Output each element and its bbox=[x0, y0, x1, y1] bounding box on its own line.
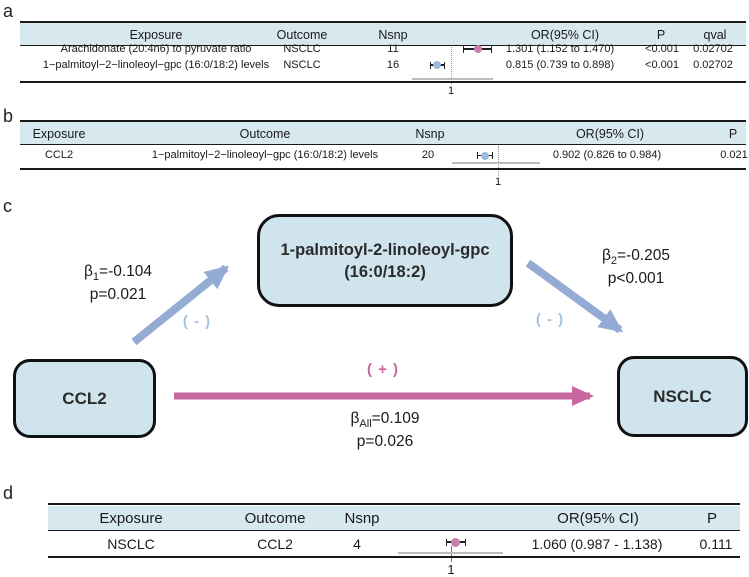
table-row: CCL2 bbox=[44, 149, 74, 161]
forest-ci-cap bbox=[476, 152, 478, 159]
forest-ci-cap bbox=[491, 45, 493, 53]
panel-d-header-band bbox=[48, 506, 740, 530]
path-b-stats: β2=-0.205 p<0.001 bbox=[602, 247, 670, 288]
path-b-arrow bbox=[525, 259, 624, 334]
exposure-node-label: CCL2 bbox=[62, 388, 107, 408]
cell-nsnp: 16 bbox=[386, 59, 400, 71]
path-a-sign: ( - ) bbox=[182, 313, 212, 330]
forest-ci-cap bbox=[445, 538, 447, 546]
exposure-node: CCL2 bbox=[13, 359, 156, 438]
table-row: 1−palmitoyl−2−linoleoyl−gpc (16:0/18:2) … bbox=[42, 59, 270, 71]
total-effect-sign: ( + ) bbox=[366, 361, 400, 378]
cell-outcome: NSCLC bbox=[283, 43, 321, 55]
table-row: NSCLC bbox=[107, 536, 155, 552]
cell-nsnp: 4 bbox=[353, 536, 361, 552]
panel-a-header-band bbox=[20, 23, 746, 45]
total-effect-stats: βAll=0.109 p=0.026 bbox=[351, 410, 420, 451]
forest-ci-cap bbox=[462, 45, 464, 53]
panel-a-header-qval: qval bbox=[703, 28, 727, 42]
panel-a-label: a bbox=[3, 1, 14, 21]
panel-b-header-nsnp: Nsnp bbox=[415, 127, 445, 141]
panel-a-reference-line bbox=[451, 47, 452, 84]
panel-a-header-or: OR(95% CI) bbox=[530, 28, 600, 42]
panel-a-bottom-rule bbox=[20, 81, 746, 83]
panel-b-header-or: OR(95% CI) bbox=[575, 127, 645, 141]
cell-or: 1.060 (0.987 - 1.138) bbox=[531, 536, 663, 552]
path-b-beta: β2=-0.205 bbox=[601, 247, 671, 268]
path-a-stats: β1=-0.104 p=0.021 bbox=[84, 263, 152, 304]
panel-d-header-rule bbox=[48, 530, 740, 532]
path-b-sign: ( - ) bbox=[535, 311, 565, 328]
cell-qval: 0.02702 bbox=[693, 59, 733, 71]
cell-p: <0.001 bbox=[645, 59, 679, 71]
panel-a-header-outcome: Outcome bbox=[276, 28, 328, 42]
cell-or: 0.902 (0.826 to 0.984) bbox=[552, 149, 662, 161]
mediator-node: 1-palmitoyl-2-linoleoyl-gpc (16:0/18:2) bbox=[257, 214, 513, 307]
forest-ci-cap bbox=[465, 538, 467, 546]
panel-d-header-p: P bbox=[706, 510, 718, 527]
panel-b-bottom-rule bbox=[20, 168, 746, 170]
cell-or: 0.815 (0.739 to 0.898) bbox=[505, 59, 615, 71]
cell-qval: 0.02702 bbox=[693, 43, 733, 55]
path-a-pvalue: p=0.021 bbox=[89, 286, 147, 304]
forest-marker-pink bbox=[450, 537, 460, 547]
outcome-node: NSCLC bbox=[617, 356, 748, 437]
panel-d-header-exposure: Exposure bbox=[99, 510, 163, 527]
panel-d-header-outcome: Outcome bbox=[244, 510, 306, 527]
panel-b-reference-line bbox=[498, 146, 499, 176]
forest-ci-cap bbox=[429, 61, 431, 69]
panel-b-header-p: P bbox=[728, 127, 738, 141]
mediator-node-line1: 1-palmitoyl-2-linoleoyl-gpc bbox=[280, 240, 490, 259]
panel-c-label: c bbox=[3, 196, 12, 216]
panel-a-top-rule bbox=[20, 21, 746, 23]
forest-marker-blue bbox=[481, 151, 489, 160]
panel-d-top-rule bbox=[48, 503, 740, 506]
cell-or: 1.301 (1.152 to 1.470) bbox=[505, 43, 615, 55]
panel-a-header-exposure: Exposure bbox=[129, 28, 183, 42]
total-effect-beta: βAll=0.109 bbox=[350, 410, 420, 431]
cell-p: 0.111 bbox=[699, 536, 733, 552]
cell-outcome: NSCLC bbox=[283, 59, 321, 71]
panel-d-axis-tick: 1 bbox=[447, 562, 455, 577]
panel-d-header-or: OR(95% CI) bbox=[557, 510, 639, 527]
forest-ci-cap bbox=[444, 61, 446, 69]
panel-b-axis-line bbox=[452, 162, 540, 164]
forest-ci-cap bbox=[492, 152, 494, 159]
cell-p: <0.001 bbox=[645, 43, 679, 55]
mediator-node-line2: (16:0/18:2) bbox=[344, 262, 426, 281]
cell-p: 0.021 bbox=[720, 149, 748, 161]
panel-b-axis-tick: 1 bbox=[494, 176, 502, 188]
path-a-arrow bbox=[131, 264, 230, 346]
cell-outcome: 1−palmitoyl−2−linoleoyl−gpc (16:0/18:2) … bbox=[151, 149, 379, 161]
panel-d-bottom-rule bbox=[48, 556, 740, 559]
cell-outcome: CCL2 bbox=[257, 536, 293, 552]
table-row: Arachidonate (20:4n6) to pyruvate ratio bbox=[60, 43, 252, 55]
panel-a-header-nsnp: Nsnp bbox=[378, 28, 408, 42]
panel-a-axis-tick: 1 bbox=[447, 85, 455, 97]
cell-nsnp: 11 bbox=[387, 43, 399, 55]
outcome-node-label: NSCLC bbox=[653, 386, 712, 406]
total-effect-pvalue: p=0.026 bbox=[356, 433, 414, 451]
panel-b-top-rule bbox=[20, 120, 746, 122]
forest-marker-pink bbox=[474, 45, 482, 53]
panel-b-header-band bbox=[20, 122, 746, 144]
panel-d-label: d bbox=[3, 483, 14, 503]
panel-b-label: b bbox=[3, 106, 14, 126]
panel-b-header-outcome: Outcome bbox=[239, 127, 291, 141]
panel-b-header-exposure: Exposure bbox=[32, 127, 86, 141]
panel-a-header-rule bbox=[20, 45, 746, 47]
cell-nsnp: 20 bbox=[421, 149, 435, 161]
path-a-beta: β1=-0.104 bbox=[83, 263, 153, 284]
panel-d-header-nsnp: Nsnp bbox=[344, 510, 380, 527]
path-b-pvalue: p<0.001 bbox=[607, 270, 665, 288]
panel-d-axis-line bbox=[398, 552, 503, 554]
panel-a-header-p: P bbox=[656, 28, 666, 42]
forest-marker-blue bbox=[433, 61, 441, 69]
panel-a-axis-line bbox=[412, 78, 493, 80]
panel-d-reference-tick bbox=[451, 546, 453, 562]
panel-b-header-rule bbox=[20, 144, 746, 146]
